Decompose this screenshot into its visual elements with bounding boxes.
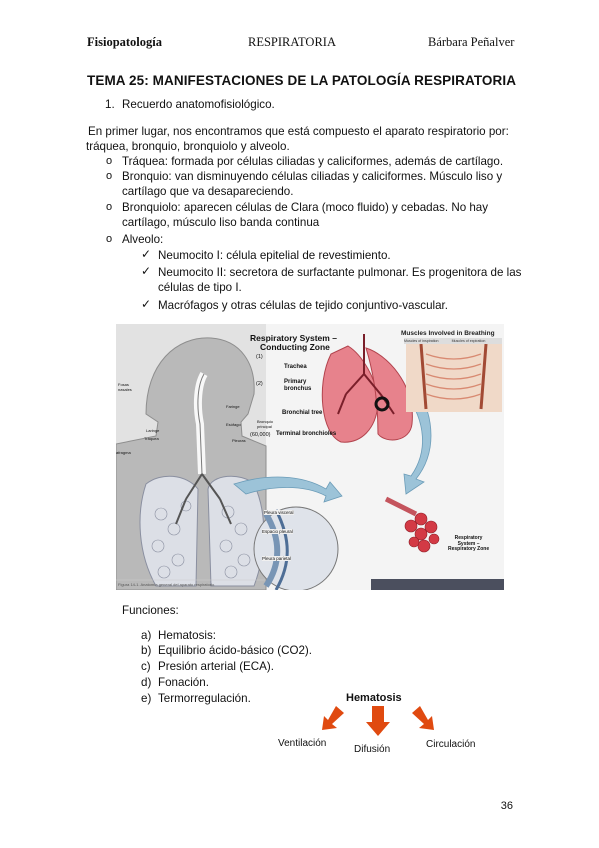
intro-line-2: tráquea, bronquio, bronquiolo y alveolo. xyxy=(86,140,290,153)
figure-label: Primary bronchus xyxy=(284,379,311,392)
figure-label: Bronchial tree xyxy=(282,410,323,416)
figure-label: Respiratory System – xyxy=(250,333,337,343)
header-topic: RESPIRATORIA xyxy=(248,35,336,49)
hematosis-arrows xyxy=(322,706,434,736)
figure-label: System – xyxy=(457,540,480,547)
list-marker: e) xyxy=(141,692,152,705)
figure-label: (1) xyxy=(256,354,263,360)
figure-label: Muscles Involved in Breathing xyxy=(401,330,495,337)
list-item: cartílago, músculo liso banda continua xyxy=(122,216,320,229)
list-item: células de tipo I. xyxy=(158,281,242,294)
figure-label: (2) xyxy=(256,381,263,387)
hematosis-title: Hematosis xyxy=(346,692,402,704)
list-bullet: o xyxy=(106,233,113,245)
list-item: Bronquiolo: aparecen células de Clara (m… xyxy=(122,201,489,214)
figure-label: Pleuras xyxy=(232,438,246,443)
hematosis-diagram: Hematosis Ventilación Difusión Circulaci… xyxy=(278,688,488,760)
anatomy-illustration xyxy=(115,324,504,592)
figure-label: Trachea xyxy=(284,364,307,370)
list-marker: b) xyxy=(141,644,152,657)
list-item: Neumocito II: secretora de surfactante p… xyxy=(158,266,522,279)
section-number: 1. xyxy=(105,98,115,111)
list-marker: d) xyxy=(141,676,152,689)
figure-label: bronchus xyxy=(284,385,312,392)
header-author: Bárbara Peñalver xyxy=(428,35,515,49)
hematosis-right-label: Circulación xyxy=(426,739,476,750)
figure-label: Muscles of expiration xyxy=(451,339,486,343)
figure-label: Pleura parietal xyxy=(262,556,292,561)
page-title: TEMA 25: MANIFESTACIONES DE LA PATOLOGÍA… xyxy=(87,73,517,88)
list-item: Termorregulación. xyxy=(158,692,251,705)
figure-label: (60,000) xyxy=(250,432,271,438)
hematosis-center-label: Difusión xyxy=(354,744,391,755)
figure-caption: Figura 14-1. Anatomía general del aparat… xyxy=(118,582,216,587)
figure-label: Terminal bronchioles xyxy=(276,431,337,437)
list-bullet: o xyxy=(106,170,113,182)
list-item: Neumocito I: célula epitelial de revesti… xyxy=(158,249,391,262)
list-marker: c) xyxy=(141,660,151,673)
list-item: Presión arterial (ECA). xyxy=(158,660,274,673)
funciones-heading: Funciones: xyxy=(122,604,179,617)
list-item: Alveolo: xyxy=(122,233,164,246)
figure-label: Respiratory xyxy=(454,535,483,541)
list-item: Hematosis: xyxy=(158,629,216,642)
figure-label: Respiratory System – Conducting Zone xyxy=(250,334,337,352)
list-item: Tráquea: formada por células ciliadas y … xyxy=(122,155,504,168)
figure-label: Conducting Zone xyxy=(260,342,330,352)
figure-label: Muscles of inspiration xyxy=(404,339,439,343)
list-item: Bronquio: van disminuyendo células cilia… xyxy=(122,170,503,183)
figure-label: Respiratory System – Respiratory Zone xyxy=(448,535,490,553)
section-heading: Recuerdo anatomofisiológico. xyxy=(122,98,275,111)
checkmark-icon: ✓ xyxy=(141,264,152,278)
arrow-icon xyxy=(322,706,434,736)
intro-line-1: En primer lugar, nos encontramos que est… xyxy=(88,125,509,138)
figure-label: afragma xyxy=(116,450,131,455)
checkmark-icon: ✓ xyxy=(141,247,152,261)
list-bullet: o xyxy=(106,201,113,213)
checkmark-icon: ✓ xyxy=(141,297,152,311)
figure-label: Respiratory Zone xyxy=(448,546,490,552)
figure-label: Fosas nasales xyxy=(118,382,132,392)
respiratory-anatomy-figure: Respiratory System – Conducting Zone (1)… xyxy=(115,324,504,592)
figure-label: Primary xyxy=(284,379,307,385)
figure-label: Faringe xyxy=(226,404,240,409)
list-item: Fonación. xyxy=(158,676,209,689)
header-subject: Fisiopatología xyxy=(87,35,163,49)
list-bullet: o xyxy=(106,155,113,167)
page-number: 36 xyxy=(500,800,513,812)
figure-label: Pleura visceral xyxy=(264,510,294,515)
list-item: cartílago que va desapareciendo. xyxy=(122,185,294,198)
figure-label: Laringe xyxy=(146,428,160,433)
figure-label: Bronquio principal xyxy=(257,419,274,429)
figure-label: Espacio pleural xyxy=(262,529,293,534)
list-item: Macrófagos y otras células de tejido con… xyxy=(158,299,448,312)
figure-label: Tráquea xyxy=(144,436,159,441)
hematosis-left-label: Ventilación xyxy=(278,738,327,749)
list-item: Equilibrio ácido-básico (CO2). xyxy=(158,644,313,657)
list-marker: a) xyxy=(141,629,152,642)
figure-label: Esófago xyxy=(226,422,241,427)
figure-label: Muscles of inspiration Muscles of expira… xyxy=(404,338,502,344)
